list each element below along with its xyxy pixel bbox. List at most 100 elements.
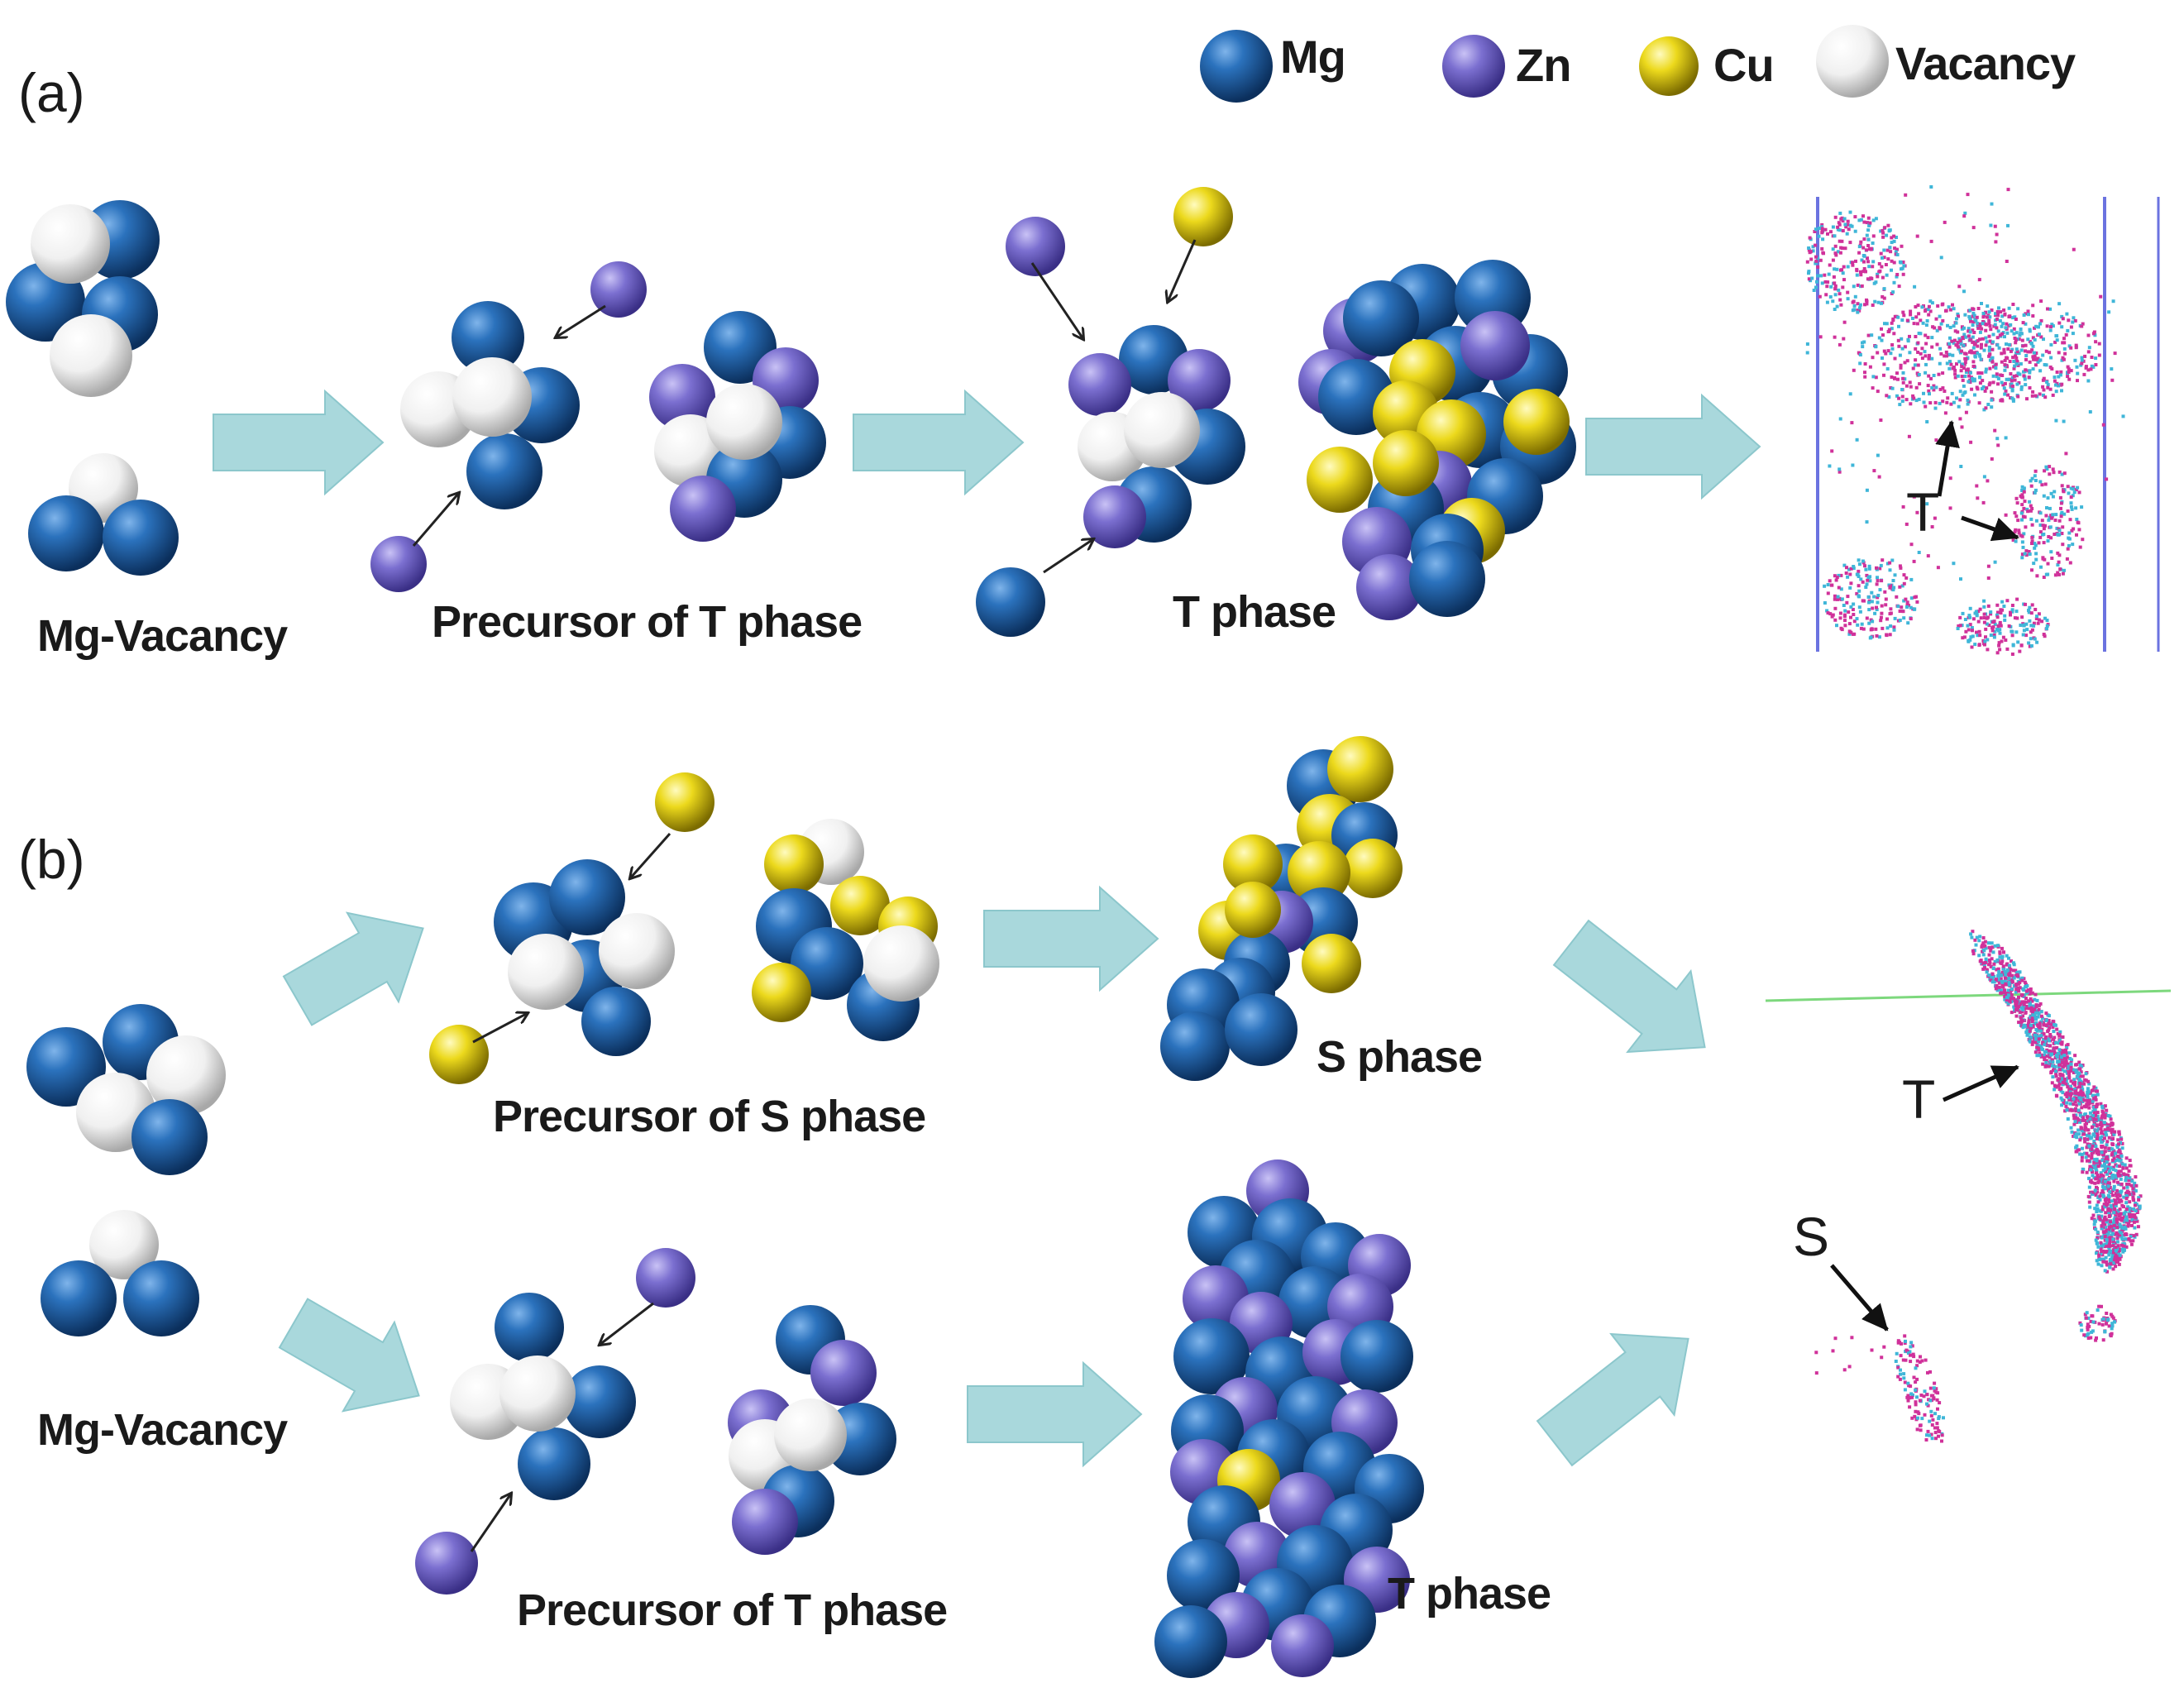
probe-dot: [2035, 640, 2039, 644]
probe-dot: [2029, 1006, 2033, 1011]
probe-dot: [2024, 357, 2028, 361]
probe-dot: [2134, 1216, 2138, 1220]
probe-dot: [1850, 421, 1854, 425]
probe-dot: [2062, 471, 2067, 476]
probe-dot: [2092, 1160, 2096, 1164]
probe-dot: [2041, 1040, 2045, 1045]
probe-dot: [1828, 295, 1833, 299]
probe-dot: [2003, 969, 2007, 973]
probe-dot: [2045, 624, 2049, 628]
probe-dot: [2005, 599, 2010, 603]
probe-dot: [1890, 327, 1894, 331]
probe-dot: [2087, 1082, 2091, 1086]
probe-dot: [2048, 472, 2052, 476]
probe-dot: [1932, 1386, 1936, 1390]
probe-dot: [1934, 385, 1938, 390]
probe-dot: [1898, 403, 1902, 407]
probe-dot: [2000, 332, 2005, 336]
probe-dot: [2033, 637, 2037, 641]
probe-dot: [2019, 1016, 2023, 1020]
probe-dot: [2100, 1115, 2104, 1119]
probe-dot: [2048, 1033, 2053, 1036]
probe-dot: [1987, 354, 1991, 358]
probe-dot: [1958, 417, 1962, 421]
probe-dot: [2029, 342, 2033, 345]
probe-dot: [2080, 1153, 2084, 1156]
probe-dot: [1833, 267, 1837, 271]
probe-dot: [2102, 1132, 2106, 1136]
probe-dot: [1926, 1370, 1929, 1375]
t-precursor-cluster-a: [400, 301, 580, 509]
probe-dot: [2010, 382, 2014, 386]
probe-dot: [1987, 941, 1990, 945]
probe-dot: [1926, 1429, 1930, 1433]
probe-dot: [2062, 1054, 2067, 1058]
probe-dot: [2085, 1133, 2089, 1137]
zn-atom-icon: [810, 1340, 877, 1406]
probe-dot: [1962, 332, 1967, 337]
probe-dot: [1825, 609, 1829, 613]
probe-dot: [2069, 1062, 2073, 1066]
probe-dot: [1944, 350, 1948, 354]
probe-dot: [1862, 340, 1866, 344]
probe-dot: [2087, 1185, 2091, 1189]
probe-dot: [2091, 1109, 2096, 1113]
probe-dot: [1841, 246, 1844, 251]
probe-dot: [2112, 1198, 2116, 1202]
probe-dot: [2052, 1030, 2056, 1034]
probe-dot: [2105, 1157, 2108, 1161]
legend-cu-label: Cu: [1713, 39, 1774, 91]
probe-dot: [1912, 396, 1916, 400]
probe-dot: [2117, 1174, 2121, 1178]
probe-dot: [2035, 998, 2039, 1002]
vacancy-atom-icon: [1816, 25, 1889, 98]
vacancy-atom-icon: [706, 384, 782, 460]
probe-dot: [1884, 603, 1888, 607]
probe-dot: [2024, 525, 2028, 529]
probe-dot: [1947, 366, 1952, 371]
probe-dot: [2043, 482, 2048, 486]
probe-dot: [2055, 526, 2059, 530]
probe-dot: [1914, 315, 1919, 319]
probe-dot: [1995, 603, 2000, 607]
probe-dot: [1989, 328, 1993, 332]
incoming-arrow-icon: [412, 493, 459, 547]
probe-dot: [2079, 1089, 2083, 1093]
probe-dot: [1838, 611, 1842, 615]
probe-dot: [2060, 1098, 2064, 1102]
probe-dot: [2004, 638, 2008, 642]
probe-dot: [1890, 321, 1894, 325]
probe-dot: [2105, 1269, 2109, 1274]
probe-dot: [1851, 308, 1855, 313]
legend-mg-label: Mg: [1280, 31, 1345, 83]
probe-dot: [1962, 343, 1966, 347]
probe-dot: [2007, 980, 2011, 984]
probe-dot: [1889, 250, 1893, 254]
probe-dot: [1885, 634, 1889, 638]
probe-dot: [2087, 1132, 2091, 1136]
probe-dot: [1840, 628, 1844, 632]
t-phase-cluster-b: [1154, 1159, 1424, 1678]
probe-dot: [2005, 954, 2009, 958]
probe-dot: [2031, 344, 2035, 348]
probe-dot: [2093, 1188, 2097, 1193]
probe-dot: [1998, 951, 2002, 955]
probe-dot: [2109, 1203, 2113, 1207]
probe-dot: [1935, 1398, 1939, 1402]
probe-dot: [2096, 1093, 2100, 1097]
probe-dot: [2104, 1242, 2108, 1246]
probe-dot: [2135, 1211, 2139, 1214]
probe-dot: [1871, 260, 1876, 264]
probe-dot: [2083, 1118, 2087, 1122]
probe-dot: [1873, 299, 1877, 304]
probe-dot: [1914, 1388, 1918, 1392]
probe-dot: [2012, 327, 2016, 331]
probe-dot: [2054, 1093, 2058, 1097]
probe-dot: [1843, 624, 1847, 628]
probe-dot: [2019, 331, 2023, 335]
probe-dot: [1957, 360, 1962, 364]
probe-dot: [2000, 962, 2004, 965]
probe-dot: [1842, 563, 1847, 567]
probe-dot: [2074, 506, 2078, 510]
probe-dot: [2107, 1136, 2111, 1140]
